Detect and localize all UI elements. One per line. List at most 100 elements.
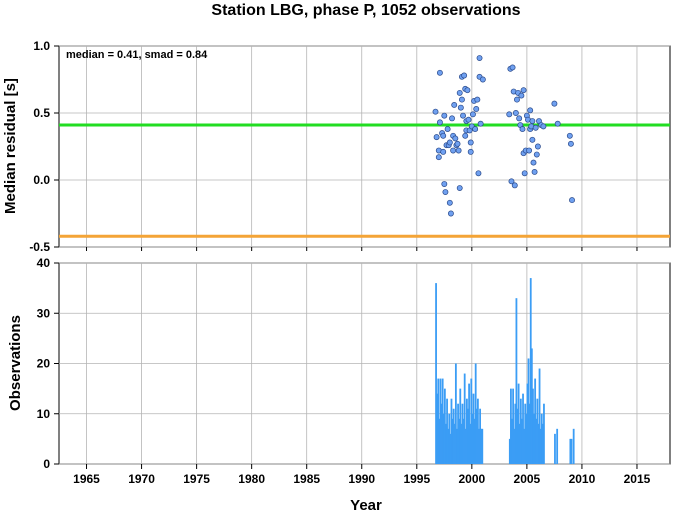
observation-bar bbox=[523, 428, 526, 464]
observation-bar bbox=[476, 398, 479, 464]
observation-bar bbox=[446, 398, 448, 464]
residual-point bbox=[446, 139, 453, 146]
top-grid bbox=[59, 45, 670, 248]
top-y-tick-label: -0.5 bbox=[29, 240, 50, 254]
residual-point bbox=[456, 185, 463, 191]
observation-bar bbox=[445, 423, 447, 464]
residual-point bbox=[449, 115, 455, 122]
observation-bar bbox=[534, 378, 537, 464]
observation-bar bbox=[458, 418, 461, 464]
observation-bar bbox=[436, 393, 439, 464]
residual-point bbox=[446, 199, 453, 206]
observation-bar bbox=[475, 408, 478, 464]
residual-point bbox=[473, 106, 480, 112]
observation-bar bbox=[572, 428, 575, 464]
observation-bar bbox=[447, 428, 450, 464]
observation-bar bbox=[538, 368, 541, 464]
observation-bar bbox=[524, 403, 527, 464]
observation-bar bbox=[474, 363, 477, 464]
observation-bar bbox=[541, 423, 544, 464]
residual-point bbox=[435, 154, 442, 161]
x-tick-label: 1975 bbox=[183, 472, 210, 486]
top-y-tick-label: 0.0 bbox=[33, 173, 50, 187]
observation-bar bbox=[516, 408, 519, 464]
residual-point bbox=[519, 126, 526, 133]
observation-bar bbox=[570, 438, 573, 464]
x-tick-label: 1970 bbox=[128, 472, 155, 486]
residual-point bbox=[569, 197, 575, 204]
residual-points bbox=[432, 55, 575, 217]
median-annotation: median = 0.41, smad = 0.84 bbox=[66, 49, 208, 61]
residual-point bbox=[441, 112, 448, 119]
residual-point bbox=[531, 169, 538, 175]
bottom-y-tick-label: 10 bbox=[37, 407, 51, 421]
observation-bar bbox=[510, 388, 512, 464]
observation-bar bbox=[554, 433, 556, 464]
observation-bar bbox=[449, 433, 452, 464]
residual-point bbox=[518, 92, 525, 99]
observation-bar bbox=[441, 378, 444, 464]
residual-point bbox=[529, 118, 536, 124]
residual-point bbox=[540, 123, 547, 130]
x-tick-label: 1985 bbox=[293, 472, 320, 486]
observation-bar bbox=[443, 388, 446, 464]
bottom-y-tick-label: 0 bbox=[43, 457, 50, 471]
observation-bar bbox=[569, 438, 572, 464]
residual-point bbox=[454, 140, 461, 147]
observation-bar bbox=[527, 358, 530, 464]
residual-point bbox=[436, 119, 443, 126]
top-y-tick-label: 1.0 bbox=[33, 39, 50, 53]
observation-bar bbox=[514, 403, 517, 464]
x-tick-label: 2005 bbox=[514, 472, 541, 486]
observation-bar bbox=[472, 393, 475, 464]
residual-point bbox=[450, 147, 457, 154]
x-tick-label: 1980 bbox=[238, 472, 265, 486]
observation-bar bbox=[513, 428, 516, 464]
residual-point bbox=[474, 96, 481, 103]
residual-point bbox=[516, 115, 523, 122]
observation-bar bbox=[462, 418, 465, 464]
bottom-y-axis-label: Observations bbox=[7, 315, 24, 411]
observation-bar bbox=[539, 428, 542, 464]
residual-point bbox=[442, 189, 449, 196]
residual-point bbox=[479, 76, 486, 83]
observation-bar bbox=[526, 383, 529, 464]
observation-bar bbox=[478, 428, 480, 464]
observation-bar bbox=[437, 378, 440, 464]
observation-bar bbox=[461, 403, 464, 464]
observation-bar bbox=[556, 428, 559, 464]
residual-point bbox=[533, 151, 540, 158]
observation-bar bbox=[512, 388, 515, 464]
residual-point bbox=[469, 111, 476, 118]
observation-bar bbox=[515, 298, 518, 464]
observation-bar bbox=[535, 418, 538, 464]
residual-point bbox=[444, 126, 451, 133]
residual-point bbox=[530, 159, 537, 166]
observation-bar bbox=[470, 378, 473, 464]
top-reference-lines bbox=[59, 123, 670, 238]
residual-point bbox=[512, 110, 519, 116]
observation-bar bbox=[532, 388, 534, 464]
observation-bar bbox=[480, 428, 483, 464]
observation-bar bbox=[540, 413, 543, 464]
observation-bar bbox=[518, 423, 521, 464]
residual-point bbox=[467, 139, 474, 146]
observation-bar bbox=[454, 363, 457, 464]
residual-point bbox=[441, 181, 448, 187]
observation-bar bbox=[457, 403, 459, 464]
observation-bar bbox=[463, 373, 466, 464]
x-tick-label: 2010 bbox=[569, 472, 596, 486]
residual-point bbox=[455, 147, 462, 154]
residual-point bbox=[477, 120, 484, 127]
residual-point bbox=[456, 89, 463, 96]
residual-point bbox=[526, 147, 533, 154]
observation-bar bbox=[469, 423, 472, 464]
residual-point bbox=[433, 134, 440, 141]
observation-bar bbox=[521, 418, 523, 464]
residual-point bbox=[554, 120, 561, 127]
observation-bar bbox=[508, 438, 511, 464]
residual-point bbox=[457, 104, 464, 111]
residual-point bbox=[436, 69, 443, 76]
